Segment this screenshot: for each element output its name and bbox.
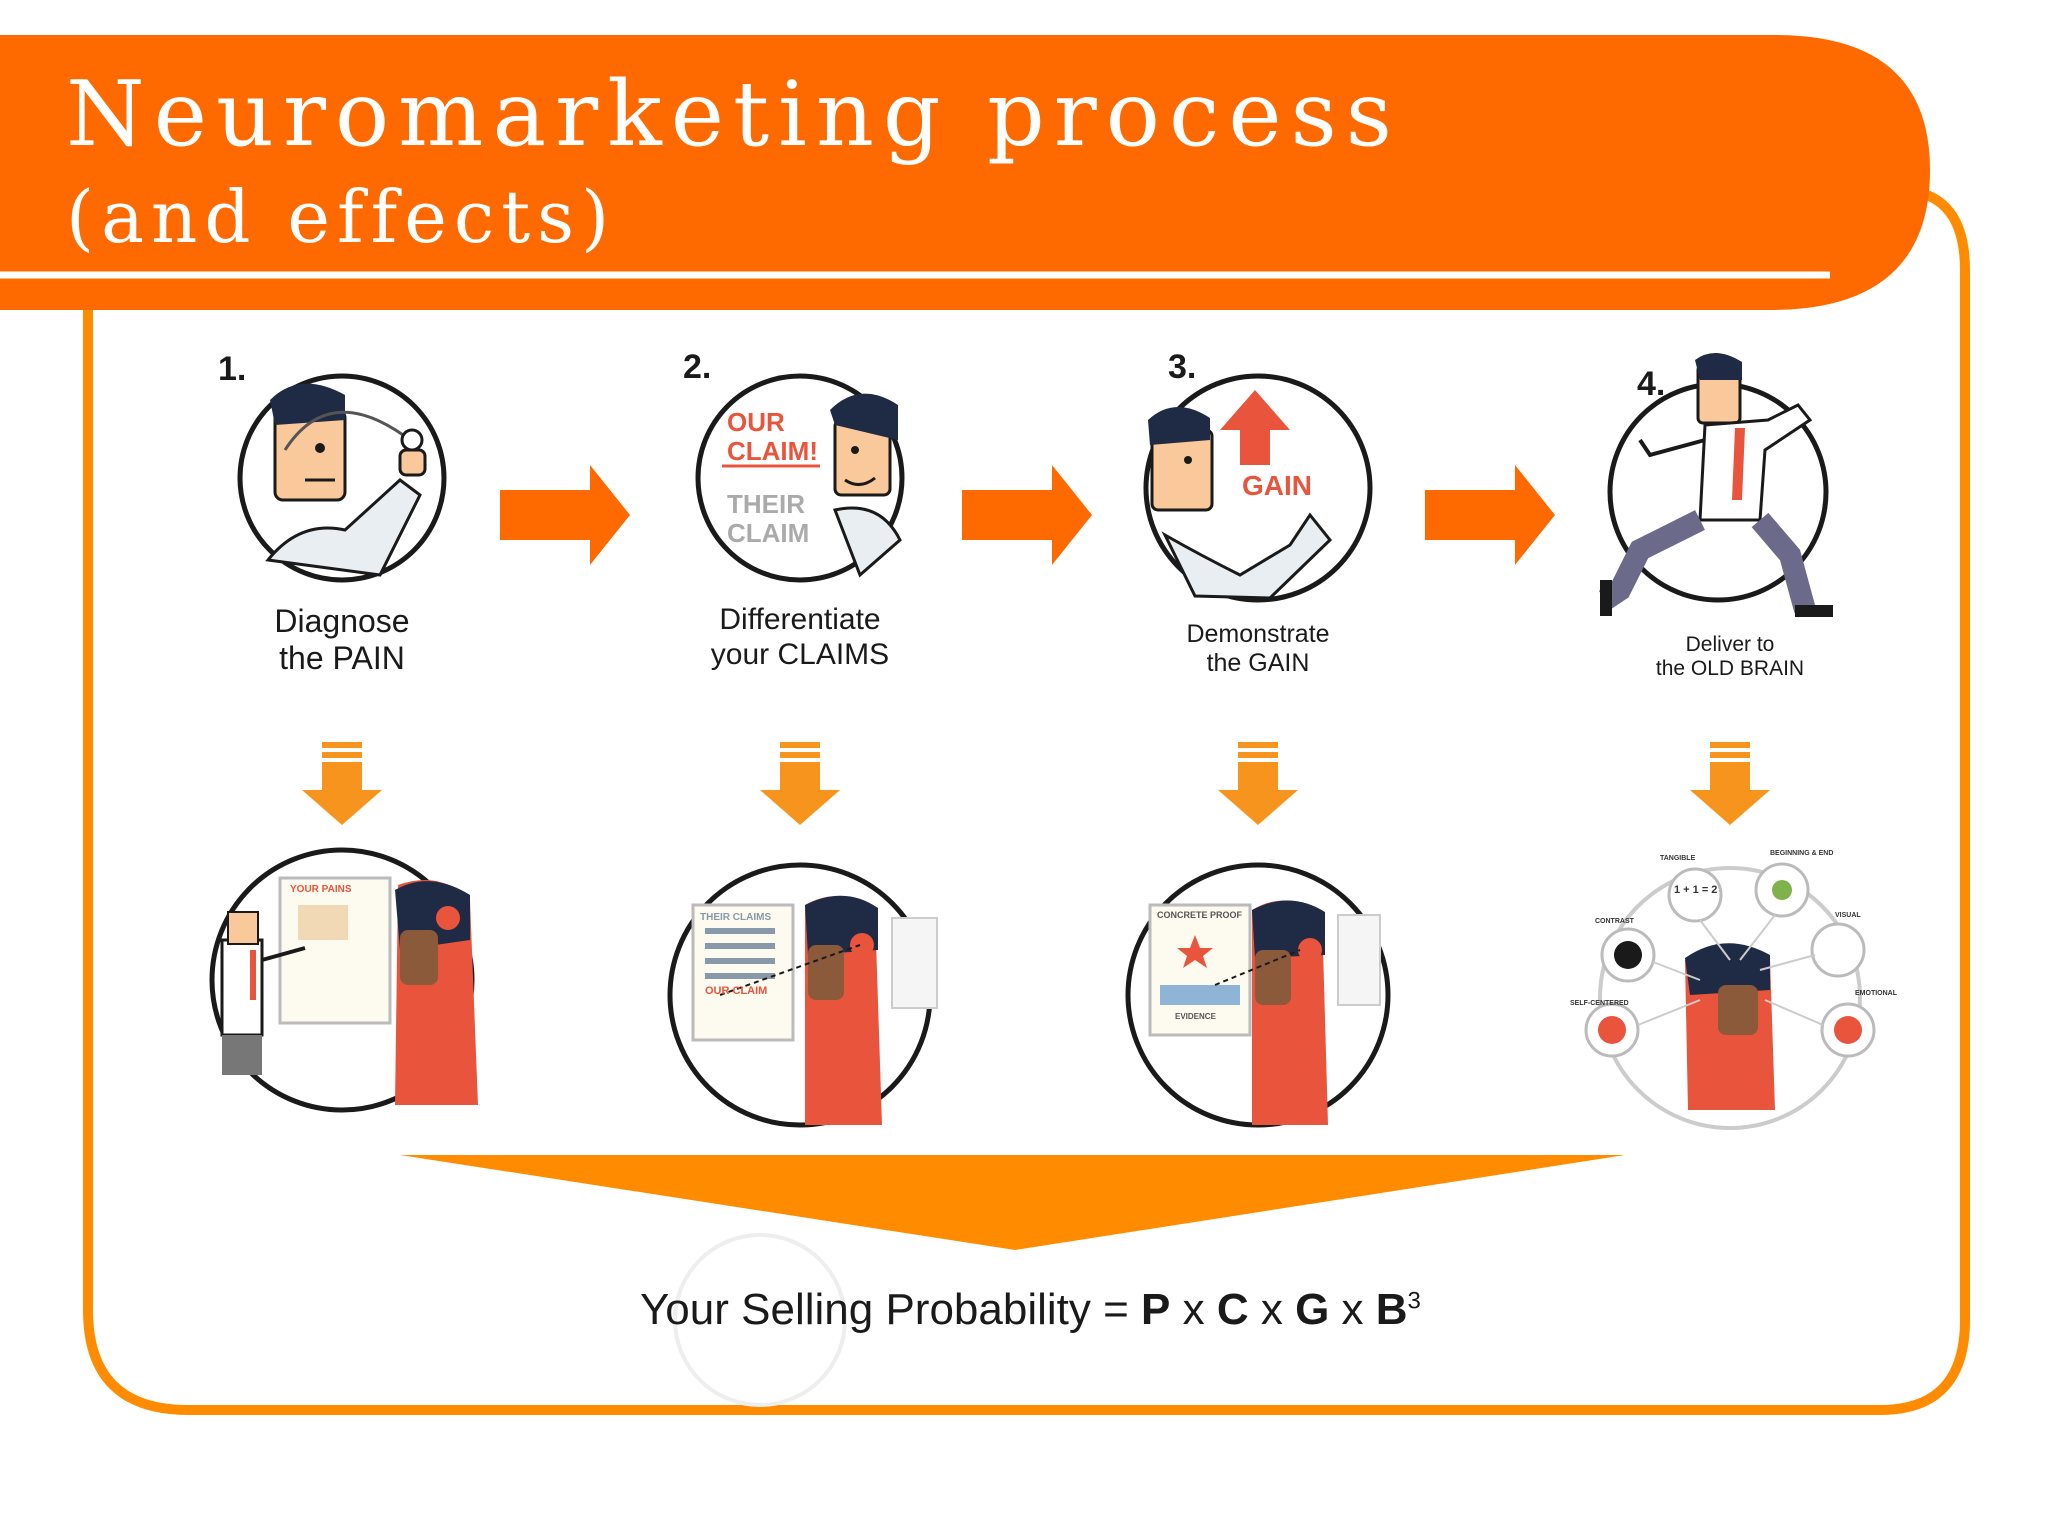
board-label: YOUR PAINS xyxy=(290,884,352,895)
formula-times: x xyxy=(1170,1285,1217,1334)
arrow-down-icon xyxy=(1690,742,1770,825)
gain-label: GAIN xyxy=(1242,470,1312,501)
stimulus-label: SELF-CENTERED xyxy=(1570,1000,1629,1007)
our-text: OUR xyxy=(727,407,785,437)
stimulus-label: EMOTIONAL xyxy=(1855,990,1897,997)
running-man-icon xyxy=(1598,352,1833,617)
arrow-down-icon xyxy=(1218,742,1298,825)
our-claim-label: OUR CLAIM! xyxy=(727,408,818,465)
funnel-triangle xyxy=(400,1155,1625,1250)
step-number: 1. xyxy=(218,350,247,388)
stimulus-label: TANGIBLE xyxy=(1660,855,1696,862)
watermark-circle xyxy=(673,1233,847,1407)
board-label: OUR CLAIM xyxy=(705,985,768,997)
formula-prefix: Your Selling Probability = xyxy=(640,1285,1142,1334)
board-label: CONCRETE PROOF xyxy=(1157,910,1243,920)
step-caption: Diagnose the PAIN xyxy=(192,603,492,677)
formula-times: x xyxy=(1329,1285,1376,1334)
arrow-right-icon xyxy=(1425,465,1555,565)
stimulus-label: BEGINNING & END xyxy=(1770,850,1834,857)
stimulus-label: VISUAL xyxy=(1835,912,1861,919)
caption-line: the GAIN xyxy=(1206,648,1310,677)
claim-text: CLAIM xyxy=(727,517,810,548)
caption-line: Demonstrate xyxy=(1186,620,1330,648)
concrete-proof-board-icon xyxy=(1125,862,1391,1128)
arrow-down-icon xyxy=(302,742,382,825)
content-frame xyxy=(83,185,1970,1415)
arrow-right-icon xyxy=(962,465,1092,565)
doctor-stethoscope-icon xyxy=(237,373,447,583)
board-label: THEIR CLAIMS xyxy=(700,912,772,923)
step-number: 3. xyxy=(1168,348,1197,386)
their-text: THEIR xyxy=(727,489,805,519)
pains-presentation-icon xyxy=(209,847,478,1113)
stimulus-label: CONTRAST xyxy=(1595,918,1634,925)
slide-subtitle: (and effects) xyxy=(66,175,617,259)
caption-line: the PAIN xyxy=(279,639,405,676)
step-caption: Deliver to the OLD BRAIN xyxy=(1580,633,1880,681)
slide-title: Neuromarketing process xyxy=(66,62,1401,167)
process-arrows xyxy=(500,465,1555,565)
caption-line: Differentiate xyxy=(719,603,881,636)
arrow-down-icon xyxy=(760,742,840,825)
step-caption: Differentiate your CLAIMS xyxy=(650,603,950,672)
their-claims-board-icon xyxy=(667,862,938,1128)
step-number: 4. xyxy=(1637,365,1666,403)
down-arrows xyxy=(302,742,1770,825)
formula-times: x xyxy=(1248,1285,1296,1334)
math-label: 1 + 1 = 2 xyxy=(1674,884,1718,896)
caption-line: Diagnose xyxy=(274,603,410,639)
their-claim-label: THEIR CLAIM xyxy=(727,490,809,547)
caption-line: the OLD BRAIN xyxy=(1655,657,1805,681)
board-label: EVIDENCE xyxy=(1175,1012,1216,1021)
formula-g: G xyxy=(1295,1285,1330,1334)
brain-stimuli-icon xyxy=(1584,862,1876,1130)
caption-line: Deliver to xyxy=(1685,633,1775,656)
title-banner xyxy=(0,35,1930,310)
claims-icon xyxy=(695,373,905,583)
step-caption: Demonstrate the GAIN xyxy=(1108,620,1408,678)
formula-c: C xyxy=(1216,1285,1249,1334)
step-number: 2. xyxy=(683,348,712,386)
gain-arrow-icon xyxy=(1143,373,1373,603)
selling-probability-formula: Your Selling Probability = P x C x G x B… xyxy=(640,1285,1421,1335)
claim-text: CLAIM! xyxy=(727,435,818,466)
formula-b: B xyxy=(1375,1285,1408,1334)
caption-line: your CLAIMS xyxy=(710,637,890,671)
formula-exponent: 3 xyxy=(1407,1287,1421,1315)
arrow-right-icon xyxy=(500,465,630,565)
formula-p: P xyxy=(1141,1285,1171,1334)
